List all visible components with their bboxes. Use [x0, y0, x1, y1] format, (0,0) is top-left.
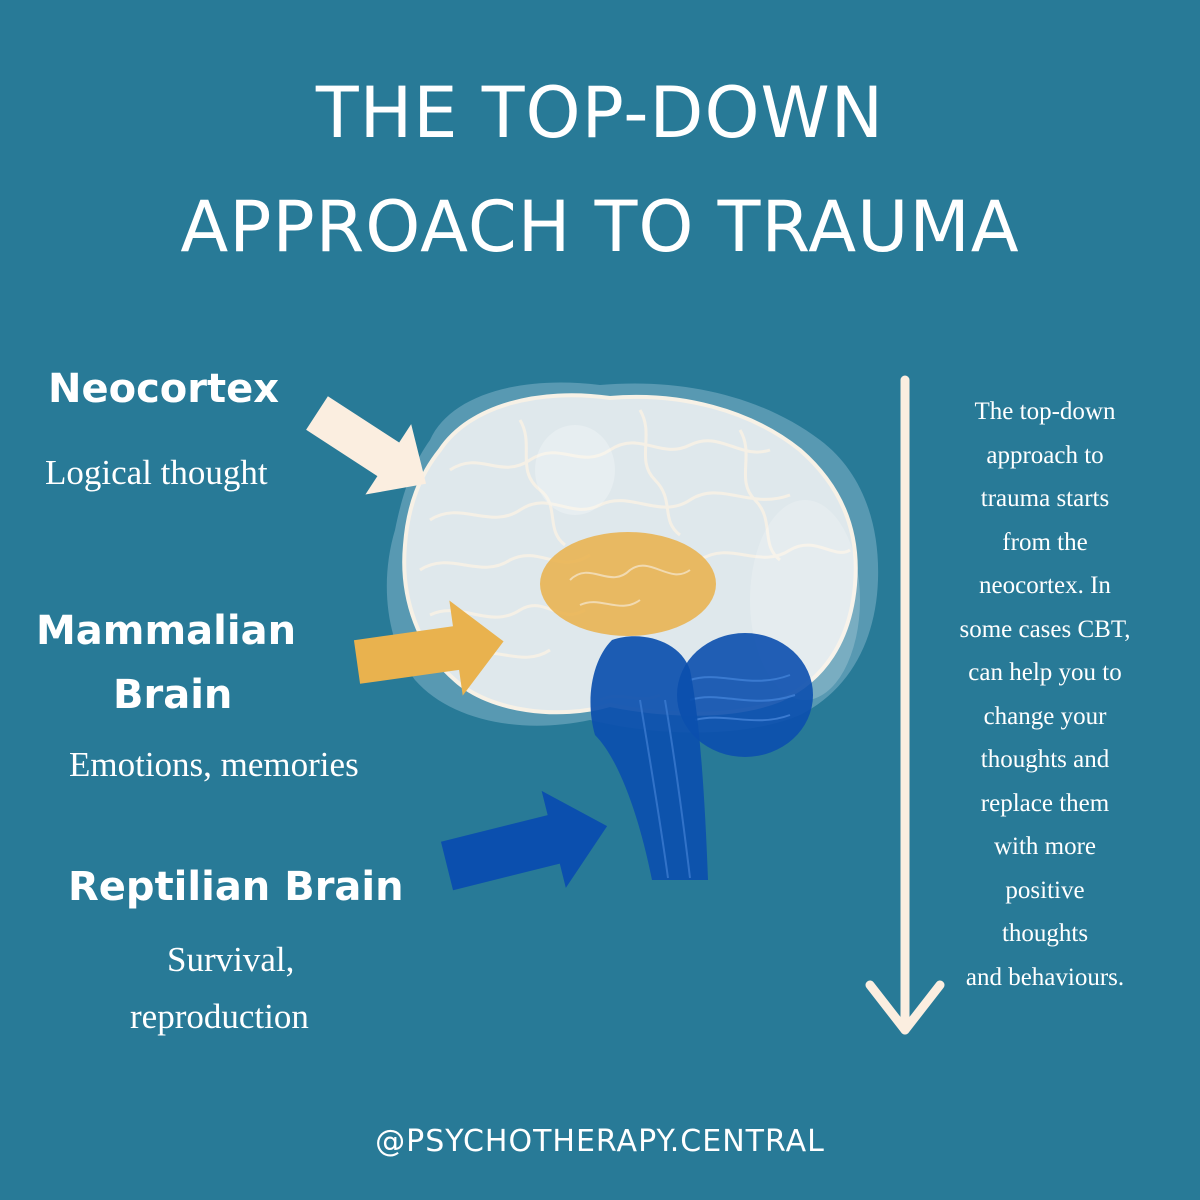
- side-note-line: replace them: [980, 789, 1110, 817]
- neocortex-heading: Neocortex: [48, 366, 280, 412]
- side-note-line: and behaviours.: [965, 963, 1125, 991]
- side-note-line: thoughts: [1001, 920, 1089, 947]
- side-note-line: positive: [1005, 876, 1085, 904]
- neocortex-description: Logical thought: [45, 453, 268, 492]
- brain-illustration-icon: [386, 382, 879, 880]
- side-note: The top-down approach to trauma starts f…: [930, 390, 1160, 999]
- side-note-line: can help you to: [968, 659, 1122, 686]
- reptilian-arrow: [440, 790, 608, 891]
- down-arrow-icon: [865, 375, 945, 1035]
- side-note-line: from the: [1002, 528, 1088, 556]
- reptilian-description-line-1: Survival,: [167, 940, 295, 979]
- footer-handle: @PSYCHOTHERAPY.CENTRAL: [375, 1124, 825, 1159]
- neocortex-arrow: [306, 396, 427, 495]
- side-note-line: trauma starts: [980, 485, 1110, 512]
- mammalian-description: Emotions, memories: [69, 745, 359, 784]
- side-note-line: change your: [983, 702, 1107, 730]
- reptilian-heading: Reptilian Brain: [68, 864, 404, 910]
- page-title-line-2: APPROACH TO TRAUMA: [180, 186, 1020, 268]
- side-note-line: thoughts and: [980, 746, 1110, 773]
- mammalian-arrow: [353, 600, 504, 696]
- mammalian-heading-line-1: Mammalian: [36, 608, 297, 654]
- side-note-line: with more: [993, 833, 1097, 860]
- side-note-line: neocortex. In: [979, 572, 1111, 599]
- side-note-line: The top-down: [974, 398, 1116, 425]
- page-title-line-1: THE TOP-DOWN: [315, 72, 885, 154]
- side-note-line: some cases CBT,: [959, 615, 1131, 643]
- side-note-line: approach to: [986, 441, 1104, 469]
- reptilian-description-line-2: reproduction: [130, 997, 309, 1036]
- mammalian-heading-line-2: Brain: [113, 672, 233, 718]
